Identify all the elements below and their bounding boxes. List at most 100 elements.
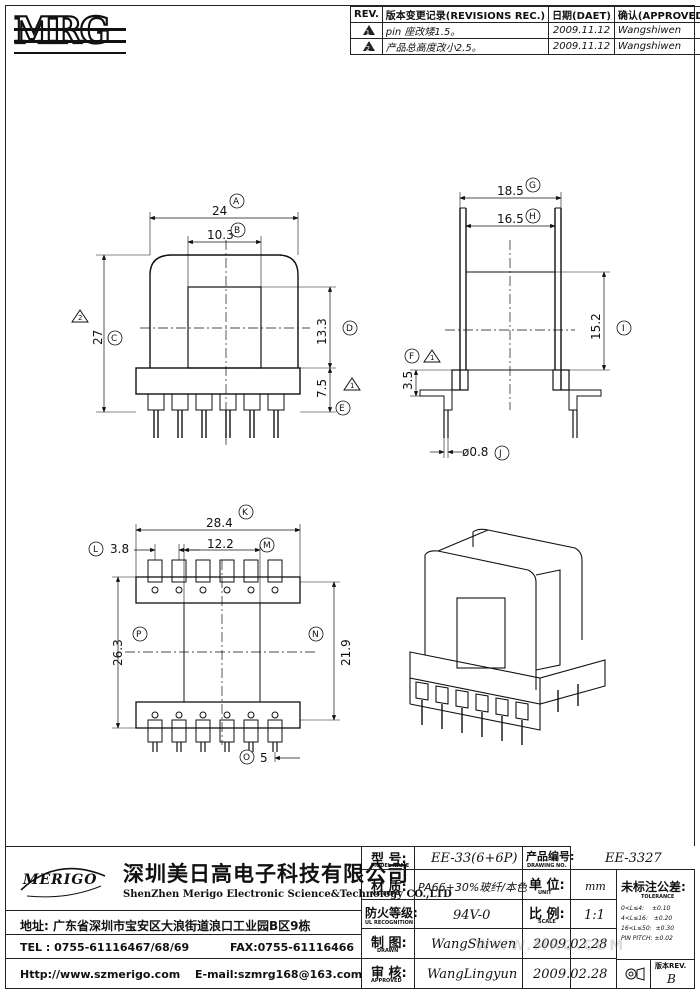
svg-text:B: B [234,226,240,236]
svg-text:K: K [242,508,249,518]
drawing-no-value: EE-3327 [605,851,662,866]
marker-l: L [88,541,104,557]
dim-bottom-pin-spacing: 5 [260,751,268,765]
rev-value: B [667,972,676,986]
revision-triangle-icon [362,25,375,35]
unit-sub: UNIT [538,890,552,896]
drawing-no-sub: DRAWING NO. [527,863,567,869]
marker-e: E [335,400,351,416]
marker-k: K [238,504,254,520]
marker-d: D [342,320,358,336]
model-value: EE-33(6+6P) [431,851,518,866]
company-name-en: ShenZhen Merigo Electronic Science&Techn… [123,889,452,900]
svg-text:N: N [312,630,319,640]
model-sub: MODEL NAME [371,863,410,869]
drawing-no-label: 产品编号: [526,850,575,863]
checked-by: WangLingyun [427,967,518,982]
drawn-date: 2009.02.28 [533,937,608,952]
svg-text:P: P [136,630,142,640]
svg-text:O: O [243,753,250,763]
marker-c: C [107,330,123,346]
svg-text:2: 2 [78,314,82,322]
drawn-label: 制 图: [371,936,407,951]
rev-approved: Wangshiwen [613,38,700,55]
dim-front-inner: 10.3 [207,228,234,242]
tolerance-table: 0<L≤4: ±0.10 4<L≤16: ±0.20 16<L≤50: ±0.3… [621,905,675,942]
check-sub: APPROVED [371,978,402,984]
company-fax: FAX:0755-61116466 [230,941,355,954]
dim-bottom-core: 12.2 [207,537,234,551]
marker-f: F [404,348,420,364]
marker-n: N [308,626,324,642]
fire-value: 94V-0 [453,908,491,923]
revision-triangle-icon: 1 [343,377,361,391]
svg-text:F: F [409,352,414,362]
fire-sub: UL RECOGNITION [365,920,414,926]
dim-side-inner: 16.5 [497,212,524,226]
company-name-cn: 深圳美日高电子科技有限公司 [123,862,409,886]
svg-text:1: 1 [430,354,434,362]
dim-side-pin-base: 3.5 [401,371,415,390]
marker-a: A [229,193,245,209]
company-address: 地址: 广东省深圳市宝安区大浪街道浪口工业园B区9栋 [20,919,311,933]
svg-text:G: G [529,181,536,191]
revision-table: REV. 版本变更记录(REVISIONS REC.) 日期(DAET) 确认(… [350,6,700,55]
revision-triangle-icon: 1 [423,349,441,363]
drawn-by: WangShiwen [431,937,517,952]
company-tel: TEL : 0755-61116467/68/69 [20,941,190,954]
scale-sub: SCALE [538,919,556,925]
technical-drawing: 24 10.3 27 13.3 7.5 18.5 16.5 15.2 3.5 ø… [71,177,632,765]
material-value: PA66+30%玻纤/本色 [418,881,527,894]
side-view [410,192,610,458]
revision-triangle-icon [362,41,375,51]
watermark: WWW.MRG.COM [475,938,626,954]
dim-front-base: 7.5 [315,379,329,398]
projection-icon [625,966,645,985]
company-web: Http://www.szmerigo.com [20,968,181,981]
svg-text:L: L [93,545,98,555]
scale-label: 比 例: [529,907,565,922]
marker-b: B [230,222,246,238]
dim-pin-dia: ø0.8 [462,445,488,459]
svg-text:J: J [498,449,502,459]
bottom-pads [147,559,283,743]
dim-bottom-height: 26.3 [111,639,125,666]
check-date: 2009.02.28 [533,967,608,982]
marker-h: H [525,208,541,224]
svg-text:D: D [346,324,353,334]
company-email: E-mail:szmrg168@163.com [195,968,363,981]
revision-triangle-icon: 2 [71,309,89,323]
dim-bottom-pitch: 3.8 [110,542,129,556]
scale-value: 1:1 [584,908,605,923]
svg-text:I: I [622,324,625,334]
marker-m: M [259,537,275,553]
svg-text:A: A [233,197,240,207]
unit-value: mm [585,880,606,893]
rev-label: 版本REV. [655,962,687,970]
marker-j: J [494,445,510,461]
svg-text:H: H [529,212,536,222]
tolerance-title: 未标注公差: [621,880,686,894]
front-view [96,212,336,445]
bottom-view [112,524,340,762]
svg-text:M: M [263,541,271,551]
unit-label: 单 位: [529,878,565,893]
material-label: 材 质: [371,880,407,895]
drawn-sub: DRAWN [377,948,399,954]
marker-o: O [239,749,255,765]
svg-text:C: C [111,334,117,344]
dim-bottom-width: 28.4 [206,516,233,530]
company-logo: MRG [13,9,126,54]
brand-name: MERIGO [23,872,98,888]
front-pins [147,393,285,411]
check-label: 审 核: [371,966,407,981]
merigo-logo-icon [17,862,109,904]
dim-front-width: 24 [212,204,227,218]
isometric-view [409,528,606,745]
dim-bottom-inner: 21.9 [339,639,353,666]
material-sub: MATERIAL [371,891,400,897]
marker-g: G [525,177,541,193]
title-block: MERIGO 深圳美日高电子科技有限公司 ShenZhen Merigo Ele… [5,846,695,989]
marker-i: I [616,320,632,336]
dim-front-window: 13.3 [315,318,329,345]
